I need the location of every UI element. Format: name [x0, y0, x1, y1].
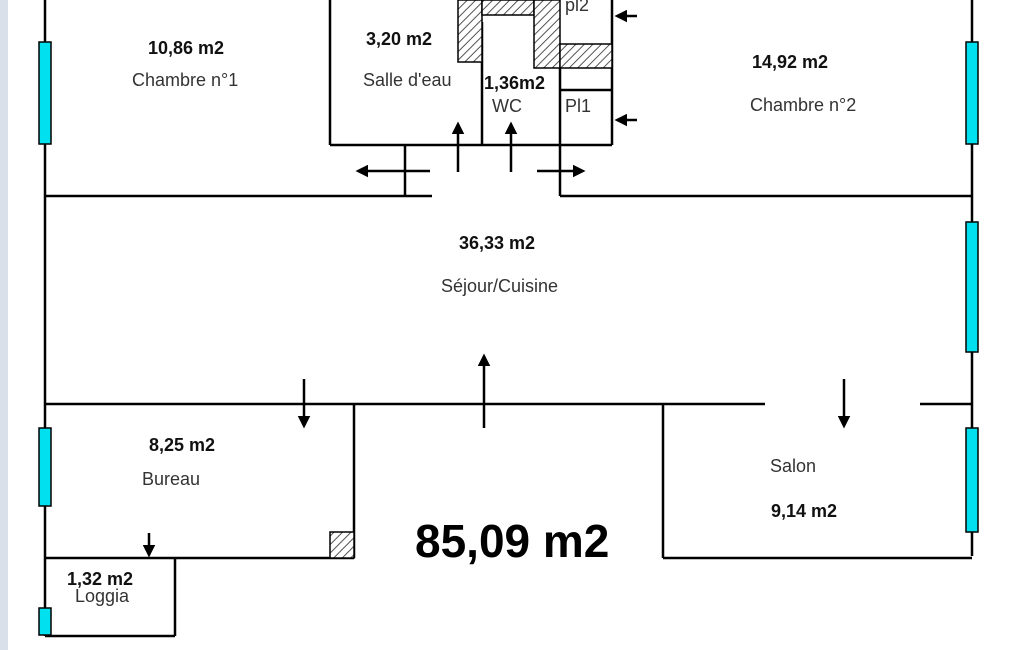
- sejour-name: Séjour/Cuisine: [441, 276, 559, 296]
- placard2-name: pl2: [565, 0, 590, 15]
- chambre1-name: Chambre n°1: [132, 70, 239, 90]
- door-arrows: [142, 9, 851, 558]
- loggia-name: Loggia: [75, 586, 130, 606]
- wc-name: WC: [492, 96, 522, 116]
- hatched-ducts: [329, 0, 613, 559]
- salon-name: Salon: [770, 456, 817, 476]
- chambre1-area: 10,86 m2: [148, 38, 225, 58]
- bureau-area: 8,25 m2: [149, 435, 216, 455]
- chambre2-name: Chambre n°2: [750, 95, 857, 115]
- wc-area: 1,36m2: [484, 73, 546, 93]
- loggia-area: 1,32 m2: [67, 569, 134, 589]
- salle-deau-area: 3,20 m2: [366, 29, 433, 49]
- salon-area: 9,14 m2: [771, 501, 838, 521]
- total-area: 85,09 m2: [415, 515, 610, 567]
- left-edge-strip: [0, 0, 8, 650]
- salle-deau-name: Salle d'eau: [363, 70, 452, 90]
- bureau-name: Bureau: [142, 469, 201, 489]
- placard1-name: Pl1: [565, 96, 592, 116]
- chambre2-area: 14,92 m2: [752, 52, 829, 72]
- sejour-area: 36,33 m2: [459, 233, 536, 253]
- windows: [38, 41, 979, 636]
